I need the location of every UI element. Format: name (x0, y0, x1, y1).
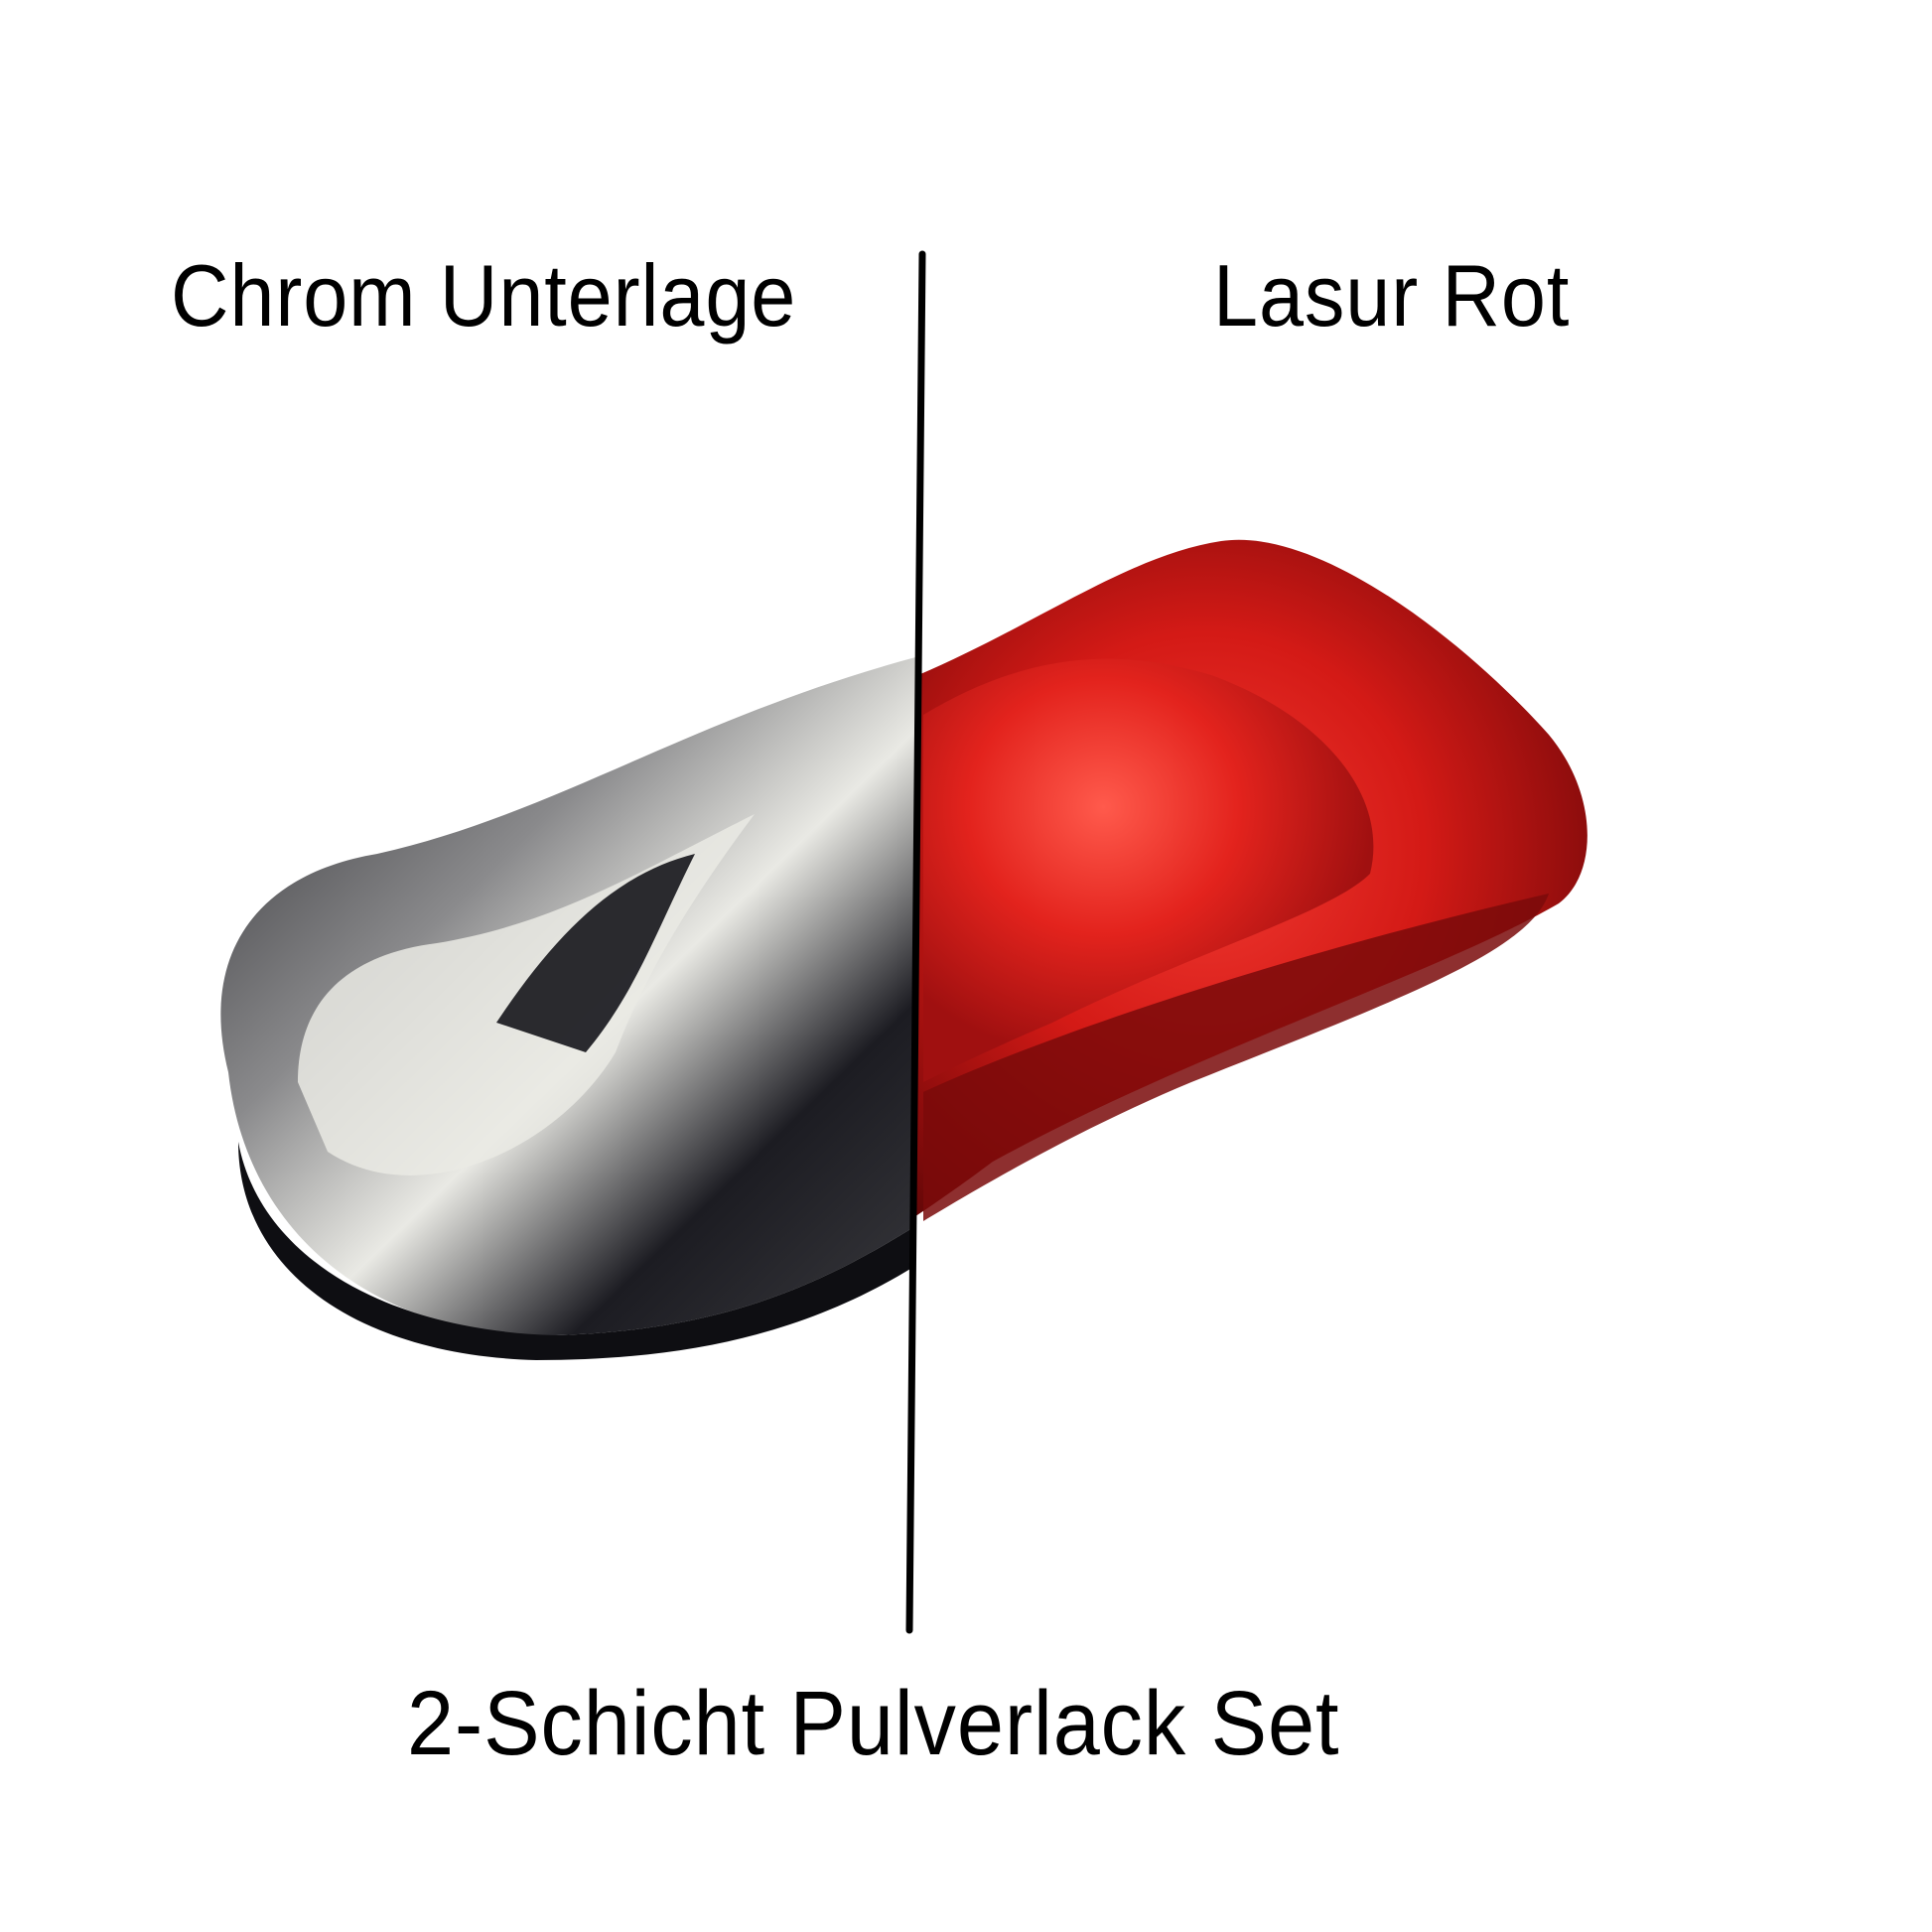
red-half (909, 539, 1587, 1231)
chrome-half (220, 655, 923, 1360)
red-glaze-label: Lasur Rot (1213, 246, 1571, 345)
product-set-title: 2-Schicht Pulverlack Set (407, 1673, 1340, 1774)
chrome-base-label: Chrom Unterlage (171, 246, 797, 345)
divider-line (905, 250, 926, 1634)
